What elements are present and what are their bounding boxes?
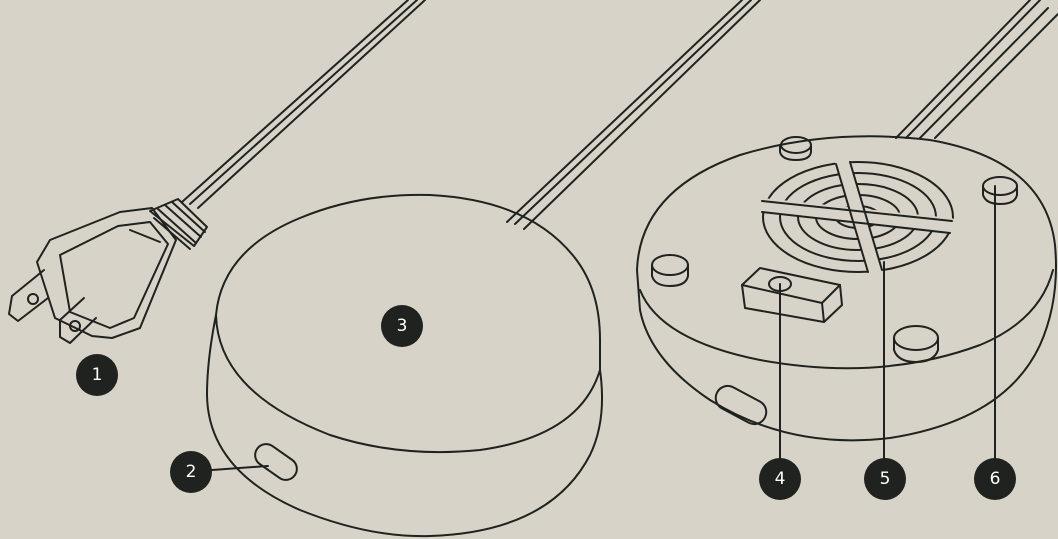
rubber-feet bbox=[651, 136, 1018, 363]
bottom-cord bbox=[895, 0, 1058, 139]
vent-grille bbox=[755, 155, 957, 279]
callout-2: 2 bbox=[170, 451, 212, 493]
plug-cord bbox=[181, 0, 426, 209]
base-cord bbox=[506, 0, 761, 230]
base-bottom bbox=[636, 135, 1057, 442]
plug bbox=[8, 198, 208, 344]
base-top bbox=[206, 193, 604, 538]
callout-4: 4 bbox=[759, 458, 801, 500]
callout-5: 5 bbox=[864, 458, 906, 500]
leader-lines bbox=[211, 185, 996, 471]
callout-1: 1 bbox=[76, 354, 118, 396]
callout-3: 3 bbox=[381, 305, 423, 347]
callout-6: 6 bbox=[974, 458, 1016, 500]
